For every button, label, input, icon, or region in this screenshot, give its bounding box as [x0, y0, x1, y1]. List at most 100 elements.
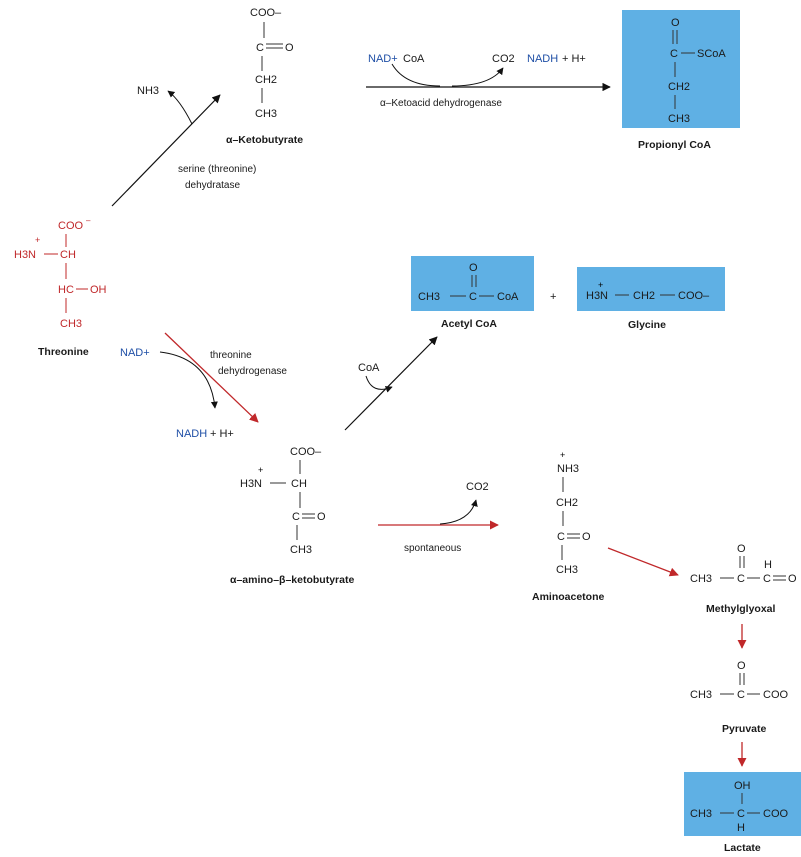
pyruvate-name: Pyruvate: [722, 723, 767, 735]
threonine-dehydrogenase-reaction: NAD+ threonine dehydrogenase NADH + H+: [120, 332, 287, 440]
ketobutyrate-structure: COO– C O CH2 CH3: [250, 7, 294, 120]
acetyl-coa-name: Acetyl CoA: [441, 318, 497, 330]
propionyl-ch3: CH3: [668, 113, 690, 125]
akb-o: O: [317, 511, 326, 523]
threonine-dh-nadh-suffix: + H+: [210, 428, 234, 440]
arrow-aminoacetone-methylglyoxal: [607, 547, 679, 577]
threonine-hc: HC: [58, 284, 74, 296]
ketobutyrate-c: C: [256, 42, 264, 54]
ketoacid-nadh-suffix: + H+: [562, 53, 586, 65]
aminoacetone-name: Aminoacetone: [532, 591, 605, 603]
propionyl-coa-box: [622, 10, 740, 128]
threonine-plus: +: [35, 235, 40, 245]
acetyl-o: O: [469, 262, 478, 274]
threonine-dh-nadh: NADH: [176, 428, 207, 440]
threonine-oh: OH: [90, 284, 107, 296]
glycine-name: Glycine: [628, 319, 666, 331]
ketobutyrate-ch3: CH3: [255, 108, 277, 120]
cleavage-reaction: CoA: [344, 336, 438, 431]
lactate-name: Lactate: [724, 842, 761, 854]
akb-c: C: [292, 511, 300, 523]
aminoacetone-ch2: CH2: [556, 497, 578, 509]
ketobutyrate-coo: COO–: [250, 7, 282, 19]
threonine-name: Threonine: [38, 346, 89, 358]
pyruvate-ch3: CH3: [690, 689, 712, 701]
lactate-c: C: [737, 808, 745, 820]
threonine-ch3: CH3: [60, 318, 82, 330]
spontaneous-reaction: CO2 spontaneous: [378, 481, 499, 554]
ketobutyrate-name: α–Ketobutyrate: [226, 134, 303, 146]
aminoacetone-structure: + NH3 CH2 C O CH3: [556, 450, 591, 576]
pyruvate-structure: O CH3 C COO: [690, 660, 789, 701]
ketoacid-enzyme: α–Ketoacid dehydrogenase: [380, 98, 502, 109]
pyruvate-o: O: [737, 660, 746, 672]
ketoacid-nad: NAD+: [368, 53, 398, 65]
threonine-h3n: H3N: [14, 249, 36, 261]
threonine-coo-sup: –: [86, 216, 91, 225]
amino-ketobutyrate-name: α–amino–β–ketobutyrate: [230, 574, 354, 586]
methylglyoxal-c2: C: [763, 573, 771, 585]
akb-coo: COO–: [290, 446, 322, 458]
methylglyoxal-o-top: O: [737, 543, 746, 555]
glycine-coo: COO–: [678, 290, 710, 302]
propionyl-coa-name: Propionyl CoA: [638, 139, 711, 151]
lactate-oh: OH: [734, 780, 751, 792]
methylglyoxal-o: O: [788, 573, 797, 585]
glycine-plus: +: [598, 280, 603, 290]
akb-plus: +: [258, 465, 263, 475]
ketoacid-nadh: NADH: [527, 53, 558, 65]
ketobutyrate-ch2: CH2: [255, 74, 277, 86]
aminoacetone-nh3: NH3: [557, 463, 579, 475]
spontaneous-label: spontaneous: [404, 543, 461, 554]
threonine-dh-enzyme-line2: dehydrogenase: [218, 366, 287, 377]
ketoacid-coa: CoA: [403, 53, 425, 65]
acetyl-c: C: [469, 291, 477, 303]
propionyl-ch2: CH2: [668, 81, 690, 93]
ketoacid-co2: CO2: [492, 53, 515, 65]
spontaneous-co2: CO2: [466, 481, 489, 493]
glycine-box: [577, 267, 725, 311]
threonine-structure: COO – + H3N CH HC OH CH3: [14, 216, 107, 330]
ketoacid-dehydrogenase-reaction: NAD+ CoA CO2 NADH + H+ α–Ketoacid dehydr…: [366, 53, 611, 109]
lactate-coo: COO: [763, 808, 789, 820]
methylglyoxal-name: Methylglyoxal: [706, 603, 776, 615]
threonine-ch: CH: [60, 249, 76, 261]
aminoacetone-o: O: [582, 531, 591, 543]
ketobutyrate-o: O: [285, 42, 294, 54]
propionyl-scoa: SCoA: [697, 48, 726, 60]
methylglyoxal-c: C: [737, 573, 745, 585]
acetyl-ch3: CH3: [418, 291, 440, 303]
akb-h3n: H3N: [240, 478, 262, 490]
propionyl-o: O: [671, 17, 680, 29]
acetyl-coa-text: CoA: [497, 291, 519, 303]
amino-ketobutyrate-structure: COO– + H3N CH C O CH3: [240, 446, 326, 556]
plus-sign: +: [550, 291, 556, 303]
dehydratase-enzyme-line1: serine (threonine): [178, 164, 256, 175]
dehydratase-nh3: NH3: [137, 85, 159, 97]
cleavage-coa: CoA: [358, 362, 380, 374]
threonine-dh-nad: NAD+: [120, 347, 150, 359]
threonine-coo: COO: [58, 220, 84, 232]
dehydratase-enzyme-line2: dehydratase: [185, 180, 240, 191]
akb-ch3: CH3: [290, 544, 312, 556]
akb-ch: CH: [291, 478, 307, 490]
pyruvate-coo: COO: [763, 689, 789, 701]
glycine-ch2: CH2: [633, 290, 655, 302]
threonine-dh-enzyme-line1: threonine: [210, 350, 252, 361]
glycine-structure: + H3N CH2 COO–: [586, 280, 710, 302]
propionyl-coa-structure: O C SCoA CH2 CH3: [668, 17, 726, 125]
glycine-h3n: H3N: [586, 290, 608, 302]
methylglyoxal-h: H: [764, 559, 772, 571]
acetyl-coa-structure: O CH3 C CoA: [418, 262, 519, 303]
dehydratase-reaction: NH3 serine (threonine) dehydratase: [111, 85, 256, 207]
propionyl-c: C: [670, 48, 678, 60]
aminoacetone-c: C: [557, 531, 565, 543]
lactate-structure: OH CH3 C COO H: [690, 780, 789, 834]
aminoacetone-ch3: CH3: [556, 564, 578, 576]
methylglyoxal-ch3: CH3: [690, 573, 712, 585]
lactate-ch3: CH3: [690, 808, 712, 820]
lactate-h: H: [737, 822, 745, 834]
methylglyoxal-structure: O CH3 C H C O: [690, 543, 797, 585]
pyruvate-c: C: [737, 689, 745, 701]
